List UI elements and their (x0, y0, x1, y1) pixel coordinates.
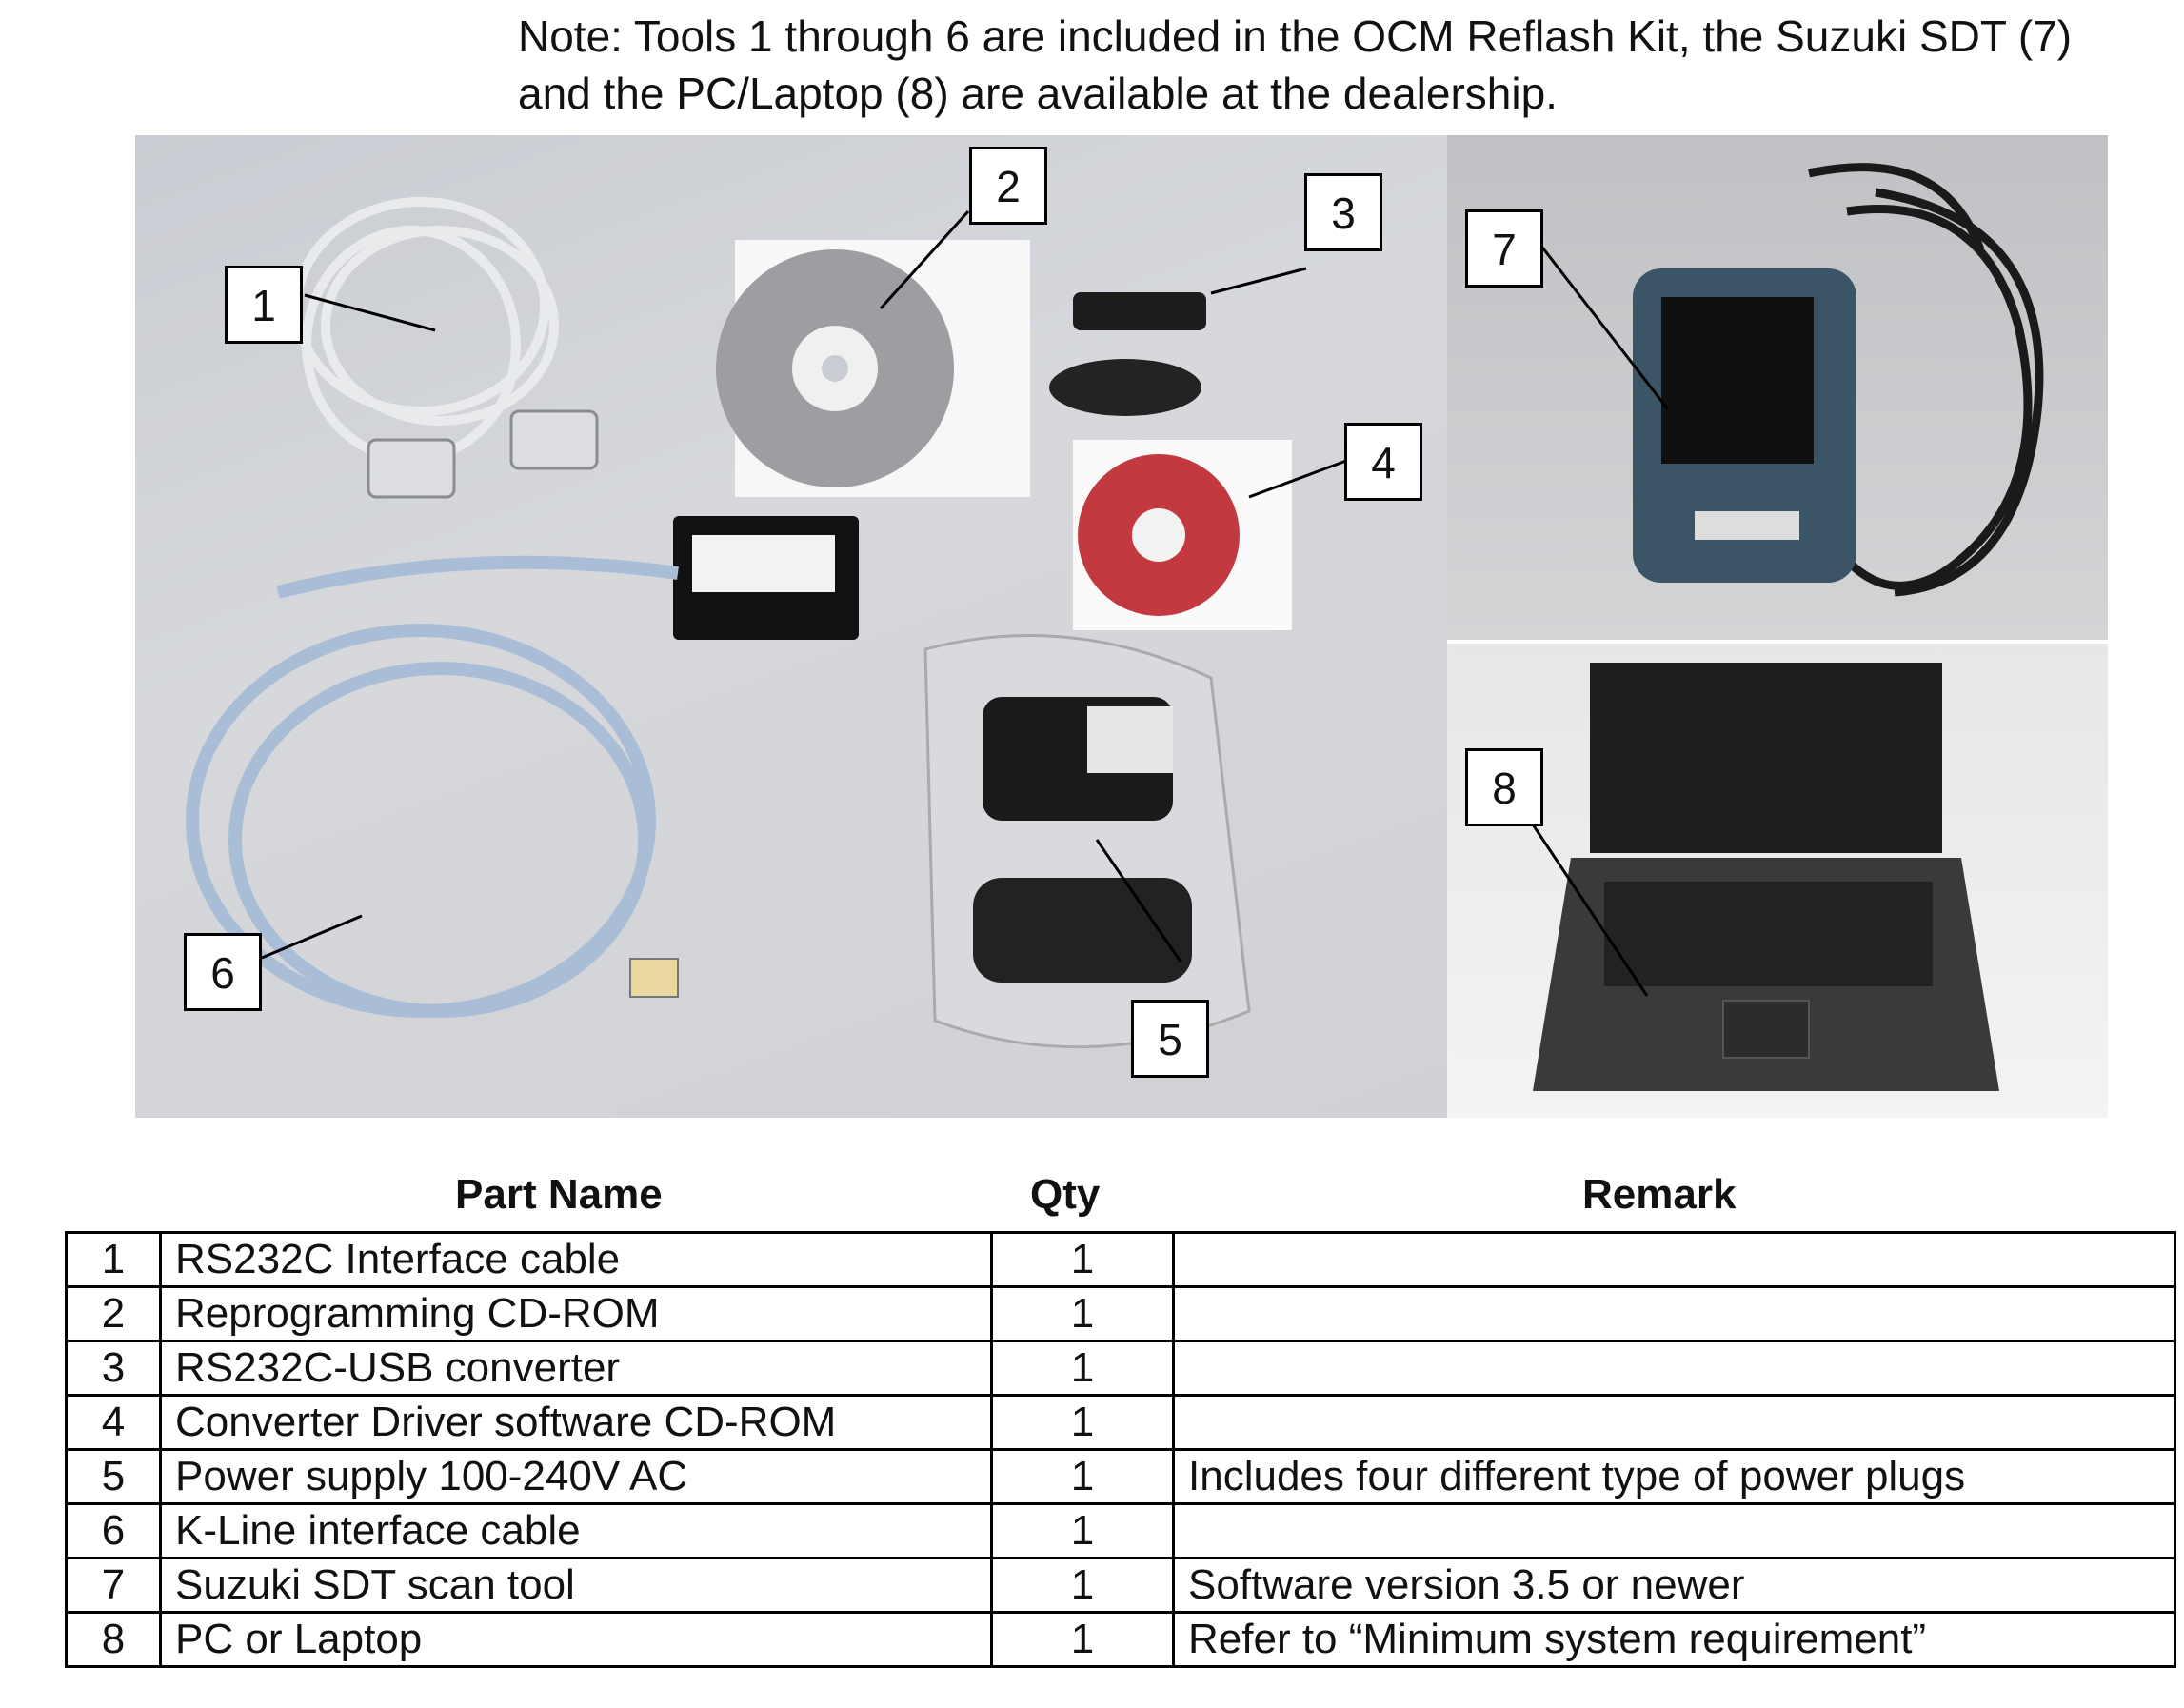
kit-contents-illustration (186, 197, 1347, 1049)
callout-2: 2 (969, 147, 1047, 225)
remark-cell: Refer to “Minimum system requirement” (1172, 1611, 2176, 1668)
remark-cell (1172, 1394, 2176, 1451)
qty-cell: 1 (990, 1557, 1175, 1614)
row-number: 1 (65, 1231, 162, 1288)
qty-cell: 1 (990, 1285, 1175, 1342)
qty-cell: 1 (990, 1340, 1175, 1397)
callout-7: 7 (1465, 209, 1543, 288)
row-number: 5 (65, 1448, 162, 1505)
kit-note: Note: Tools 1 through 6 are included in … (518, 11, 2073, 118)
laptop-illustration (1512, 663, 1999, 1091)
qty-cell: 1 (990, 1502, 1175, 1559)
qty-cell: 1 (990, 1611, 1175, 1668)
header-remark: Remark (1582, 1171, 1737, 1218)
part-name-cell: Suzuki SDT scan tool (159, 1557, 993, 1614)
row-number: 8 (65, 1611, 162, 1668)
part-name-cell: Power supply 100-240V AC (159, 1448, 993, 1505)
remark-cell: Software version 3.5 or newer (1172, 1557, 2176, 1614)
callout-6: 6 (184, 933, 262, 1011)
callout-4: 4 (1344, 423, 1422, 501)
qty-cell: 1 (990, 1231, 1175, 1288)
callout-8: 8 (1465, 748, 1543, 826)
sdt-scan-tool-photo: 7 (1447, 135, 2108, 640)
qty-cell: 1 (990, 1448, 1175, 1505)
remark-cell (1172, 1340, 2176, 1397)
part-name-cell: RS232C Interface cable (159, 1231, 993, 1288)
remark-cell: Includes four different type of power pl… (1172, 1448, 2176, 1505)
part-name-cell: Reprogramming CD-ROM (159, 1285, 993, 1342)
row-number: 6 (65, 1502, 162, 1559)
part-name-cell: PC or Laptop (159, 1611, 993, 1668)
callout-3: 3 (1304, 173, 1382, 251)
header-qty: Qty (1030, 1171, 1101, 1218)
header-part-name: Part Name (455, 1171, 663, 1218)
qty-cell: 1 (990, 1394, 1175, 1451)
sdt-scan-tool-illustration (1521, 163, 2044, 597)
part-name-cell: Converter Driver software CD-ROM (159, 1394, 993, 1451)
row-number: 7 (65, 1557, 162, 1614)
row-number: 4 (65, 1394, 162, 1451)
part-name-cell: RS232C-USB converter (159, 1340, 993, 1397)
row-number: 3 (65, 1340, 162, 1397)
callout-5: 5 (1131, 1000, 1209, 1078)
remark-cell (1172, 1231, 2176, 1288)
remark-cell (1172, 1285, 2176, 1342)
row-number: 2 (65, 1285, 162, 1342)
laptop-photo: 8 (1447, 644, 2108, 1118)
kit-contents-photo: 1 2 3 4 5 6 (135, 135, 1447, 1118)
callout-1: 1 (225, 266, 303, 344)
part-name-cell: K-Line interface cable (159, 1502, 993, 1559)
remark-cell (1172, 1502, 2176, 1559)
